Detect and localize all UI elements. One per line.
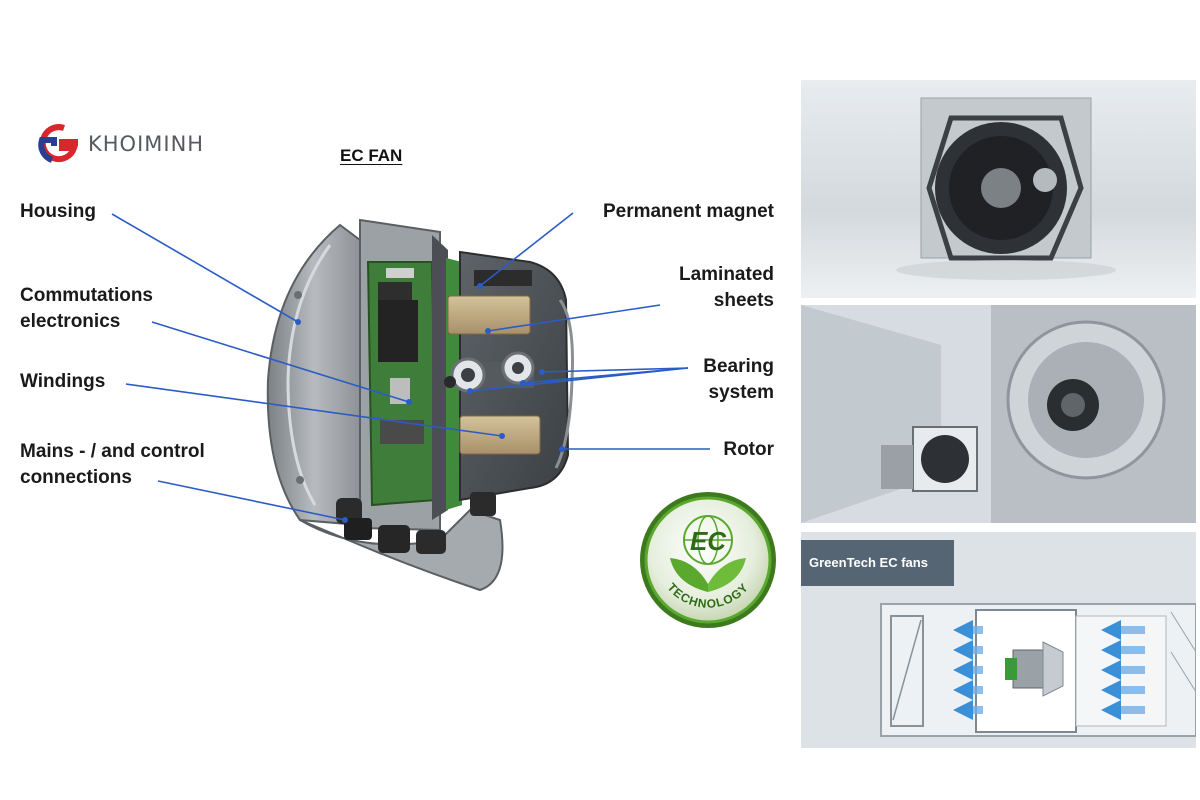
leaf-left-icon (670, 558, 708, 592)
khoiminh-logo: KHOIMINH (34, 120, 224, 168)
leader-endpoints (295, 283, 565, 523)
rotor (444, 250, 574, 502)
mains-connectors (336, 492, 496, 554)
leader-housing (111, 213, 299, 323)
photo-ec-fan-guard (801, 80, 1196, 298)
ec-motor-icon (1005, 658, 1017, 680)
laminated-sheets-top (447, 295, 531, 335)
leader-bearing-3 (541, 367, 689, 373)
airflow-arrows (953, 620, 1121, 720)
brand-name: KHOIMINH (88, 132, 205, 156)
leaf-right-icon (708, 558, 746, 592)
label-sheets: sheets (713, 290, 774, 311)
label-laminated: Laminated (678, 264, 774, 285)
label-connections: connections (20, 467, 132, 488)
leader-commutations (151, 321, 410, 403)
greentech-title: GreenTech EC fans (801, 540, 954, 586)
leader-lines (111, 212, 710, 521)
khoiminh-logo-icon (38, 124, 79, 163)
permanent-magnet (474, 270, 532, 286)
label-system: system (708, 382, 775, 403)
leader-windings (125, 383, 503, 437)
photo-plenum-fans (801, 305, 1196, 523)
commutation-electronics (366, 261, 438, 507)
label-bearing: Bearing (703, 356, 774, 377)
ec-technology-badge: EC TECHNOLOGY (640, 492, 776, 628)
leader-laminated (487, 304, 661, 332)
label-rotor: Rotor (723, 439, 774, 460)
leader-permanent-magnet (479, 212, 574, 287)
label-housing: Housing (20, 201, 96, 222)
label-windings: Windings (20, 371, 106, 392)
label-permanent-magnet: Permanent magnet (602, 201, 774, 222)
leader-bearing-2 (522, 367, 689, 384)
label-electronics: electronics (20, 311, 121, 332)
badge-ec-text: EC (690, 526, 727, 556)
label-commutations: Commutations (20, 285, 153, 306)
label-mains: Mains - / and control (20, 441, 205, 462)
diagram-title: EC FAN (340, 146, 403, 165)
leader-mains (157, 480, 346, 521)
filter-icon (890, 615, 924, 727)
